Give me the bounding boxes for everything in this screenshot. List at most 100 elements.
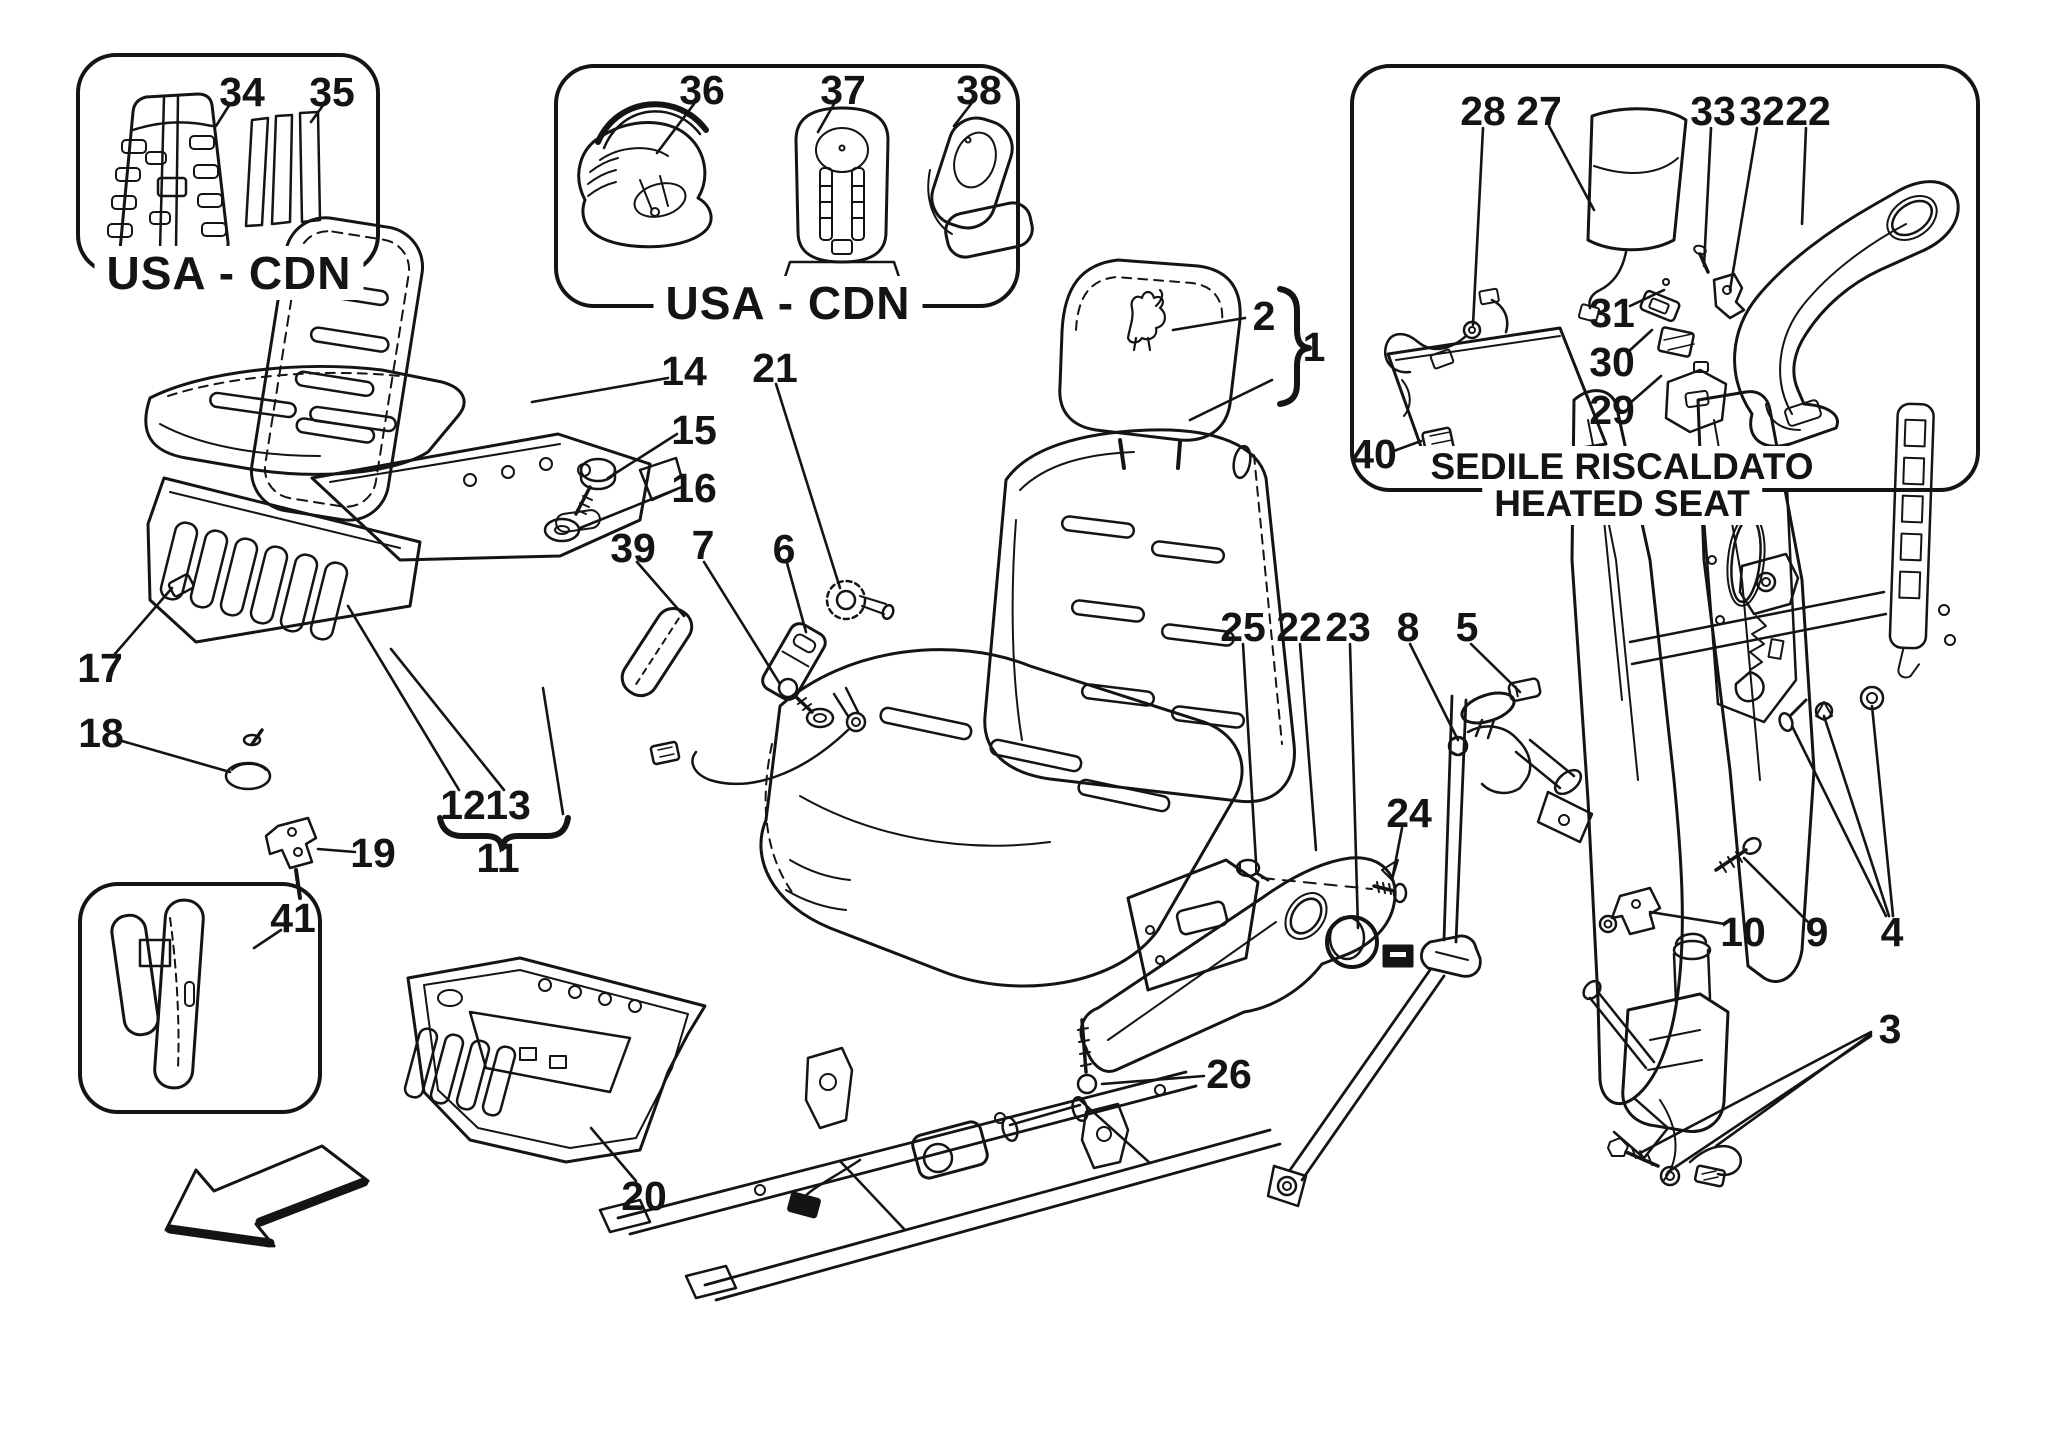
callout-25: 25 — [1220, 604, 1266, 650]
leader-line-3 — [1640, 1030, 1873, 1154]
brace-cushion-group — [437, 815, 571, 851]
heated-seat-title-it: SEDILE RISCALDATO — [1418, 446, 1826, 488]
callout-36: 36 — [679, 67, 725, 113]
heated-seat-title-en: HEATED SEAT — [1482, 483, 1762, 525]
callout-1: 1 — [1303, 324, 1326, 370]
leader-line-14 — [530, 376, 670, 404]
callout-6: 6 — [773, 526, 796, 572]
washer-16-art — [543, 517, 581, 543]
clip-17-art — [167, 573, 195, 598]
callout-39: 39 — [610, 525, 656, 571]
sleeve-39-art — [620, 607, 694, 698]
leader-line-7 — [702, 560, 782, 686]
callout-38: 38 — [956, 67, 1002, 113]
belt-buckle-6-art — [649, 622, 867, 786]
anchor-strips-art — [244, 110, 322, 228]
callout-29: 29 — [1589, 387, 1635, 433]
leader-line-5 — [1469, 642, 1522, 694]
seat-belt-art — [1266, 677, 1594, 1208]
leader-line-4 — [1790, 724, 1888, 918]
anchor-pad-art — [107, 92, 230, 257]
pivot-axis-dashed-line — [1261, 877, 1373, 890]
leader-line-11 — [541, 686, 565, 816]
leader-line-20 — [589, 1126, 638, 1183]
callout-27: 27 — [1516, 88, 1562, 134]
leader-line-26 — [1100, 1074, 1206, 1086]
left-seat-cushion-art — [144, 365, 466, 476]
callout-20: 20 — [621, 1173, 667, 1219]
leader-line-34 — [214, 102, 232, 128]
bracket-10-art — [1598, 886, 1662, 936]
brace-headrest-group — [1277, 286, 1312, 407]
callout-40: 40 — [1351, 431, 1397, 477]
screw-24-art — [1372, 881, 1408, 904]
leader-line-8 — [1408, 642, 1460, 742]
leader-line-17 — [112, 586, 174, 657]
callout-16: 16 — [671, 465, 717, 511]
fasteners-3-art — [1607, 1137, 1743, 1188]
screw-7-art — [777, 677, 835, 729]
leader-line-23 — [1348, 642, 1360, 930]
child-seat-carrier-art — [577, 101, 713, 249]
callout-8: 8 — [1397, 604, 1420, 650]
callout-37: 37 — [820, 67, 866, 113]
belt-retractor-art — [1582, 932, 1730, 1133]
callout-5: 5 — [1456, 604, 1479, 650]
back-frame-plate-art — [1628, 402, 1956, 724]
leader-line-2 — [1171, 316, 1247, 332]
callout-4: 4 — [1881, 909, 1904, 955]
leader-line-31 — [1628, 288, 1666, 308]
callout-12: 12 — [440, 782, 486, 828]
leader-line-18 — [120, 739, 232, 774]
callout-3: 3 — [1879, 1006, 1902, 1052]
leader-line-30 — [1626, 328, 1654, 354]
leader-line-13 — [389, 647, 506, 792]
child-seat-booster-art — [927, 116, 1034, 259]
leader-line-29 — [1627, 374, 1663, 406]
heated-seat-box — [1350, 64, 1980, 492]
callout-14: 14 — [661, 348, 707, 394]
callout-26: 26 — [1206, 1051, 1252, 1097]
callout-10: 10 — [1720, 909, 1766, 955]
side-trim-41-art — [110, 898, 205, 1090]
callout-28: 28 — [1460, 88, 1506, 134]
seat-base-bracket-art — [1126, 858, 1260, 992]
seat-rails-art — [598, 1046, 1282, 1302]
leader-line-22 — [1800, 126, 1808, 226]
leader-line-19 — [316, 847, 357, 854]
callout-24: 24 — [1386, 790, 1432, 836]
callout-41: 41 — [270, 895, 316, 941]
direction-arrow — [164, 1144, 370, 1248]
leader-line-4 — [1822, 714, 1891, 918]
callout-7: 7 — [692, 522, 715, 568]
leader-line-39 — [635, 560, 686, 618]
leader-line-21 — [774, 382, 842, 590]
leader-line-41 — [252, 928, 283, 950]
callout-30: 30 — [1589, 339, 1635, 385]
prancing-horse-icon — [1126, 288, 1166, 352]
leader-line-22 — [1298, 642, 1318, 852]
callout-33: 33 — [1690, 88, 1736, 134]
box-label-usa-cdn-2: USA - CDN — [653, 276, 923, 330]
leader-line-1 — [1188, 378, 1274, 422]
grommet-18-art — [224, 728, 272, 791]
leader-line-37 — [816, 102, 836, 134]
leader-line-4 — [1870, 704, 1895, 918]
callout-34: 34 — [219, 69, 265, 115]
callout-11: 11 — [476, 835, 519, 881]
child-seat-convertible-art — [780, 106, 904, 288]
leader-line-3 — [1714, 1032, 1873, 1148]
callout-2: 2 — [1253, 293, 1276, 339]
heated-seat-kit-art — [1383, 107, 1960, 474]
callout-9: 9 — [1806, 909, 1829, 955]
callout-15: 15 — [671, 407, 717, 453]
callout-22: 22 — [1785, 88, 1831, 134]
callout-18: 18 — [78, 710, 124, 756]
leader-line-33 — [1702, 126, 1713, 268]
screw-15-art — [574, 457, 617, 516]
leader-line-28 — [1471, 126, 1485, 327]
screw-26-art — [1076, 1018, 1098, 1095]
